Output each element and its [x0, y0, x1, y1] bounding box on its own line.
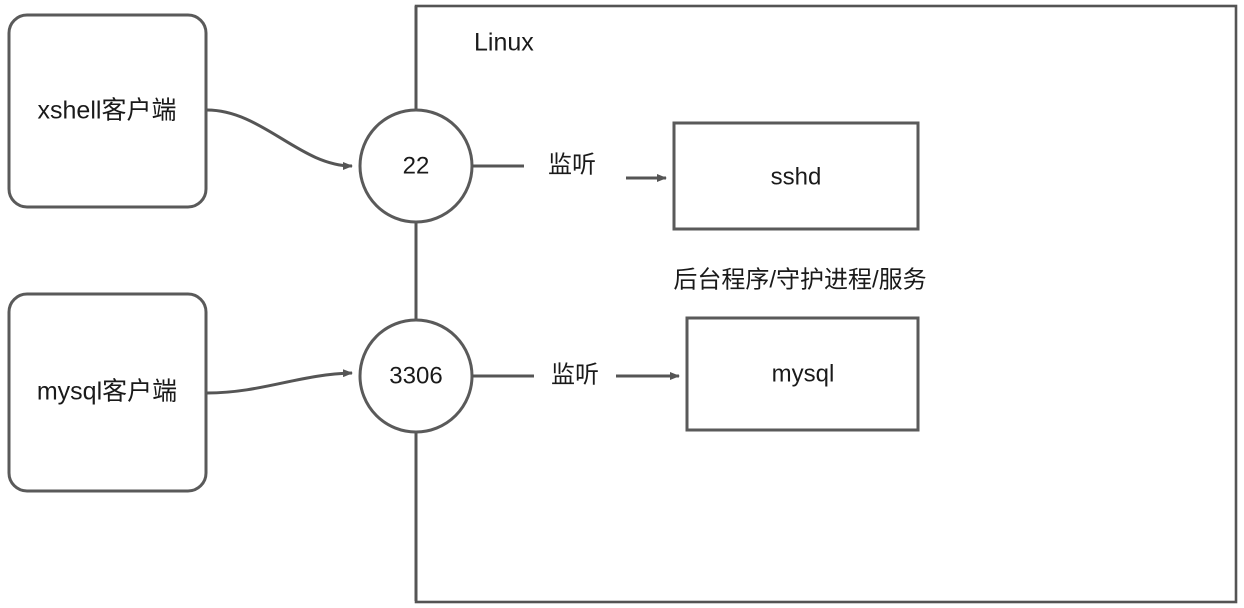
edge-mysql-client-to-port3306 — [206, 369, 353, 395]
service-mysql-label: mysql — [772, 360, 835, 387]
service-mysql-box[interactable] — [685, 316, 920, 432]
xshell-client-label: xshell客户端 — [38, 97, 177, 125]
linux-container-box — [414, 4, 1238, 604]
port-3306-label: 3306 — [389, 362, 442, 389]
service-sshd-box[interactable] — [672, 121, 920, 231]
daemon-caption-label: 后台程序/守护进程/服务 — [673, 266, 926, 293]
linux-container-label: Linux — [474, 29, 534, 57]
port-22-label: 22 — [403, 152, 430, 179]
mysql-client-box[interactable] — [7, 292, 208, 493]
mysql-client-label: mysql客户端 — [37, 378, 177, 406]
edge-xshell-to-port22 — [206, 108, 353, 170]
xshell-client-box[interactable] — [7, 13, 208, 209]
listen-label-3306: 监听 — [551, 361, 599, 388]
listen-label-22: 监听 — [548, 151, 596, 178]
service-sshd-label: sshd — [771, 163, 822, 190]
